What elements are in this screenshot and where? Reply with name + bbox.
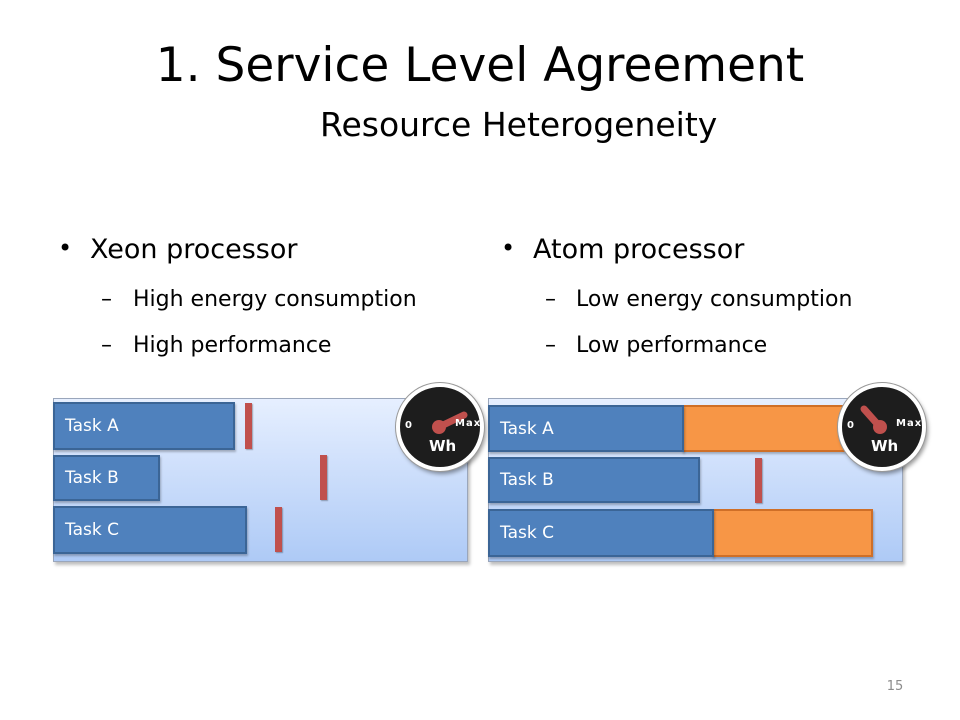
energy-gauge-icon: 0 Max Wh bbox=[838, 383, 926, 471]
deadline-marker bbox=[275, 507, 282, 552]
left-point-1: High energy consumption bbox=[133, 287, 417, 312]
right-point-1: Low energy consumption bbox=[576, 287, 853, 312]
left-point-2: High performance bbox=[133, 333, 332, 358]
gauge-max-label: Max bbox=[455, 418, 482, 429]
dash-icon: – bbox=[101, 287, 112, 312]
energy-gauge-icon: 0 Max Wh bbox=[396, 383, 484, 471]
left-heading: Xeon processor bbox=[90, 234, 298, 265]
slide-title: 1. Service Level Agreement bbox=[155, 38, 805, 93]
gauge-needle-icon bbox=[860, 405, 887, 434]
atom-task-c: Task C bbox=[488, 509, 714, 557]
gauge-unit-label: Wh bbox=[429, 437, 457, 455]
dash-icon: – bbox=[101, 333, 112, 358]
xeon-task-c: Task C bbox=[53, 506, 247, 554]
page-number: 15 bbox=[886, 679, 904, 694]
xeon-task-a: Task A bbox=[53, 402, 235, 450]
gauge-needle-icon bbox=[432, 411, 468, 434]
dash-icon: – bbox=[545, 333, 556, 358]
atom-task-a: Task A bbox=[488, 405, 684, 452]
deadline-marker bbox=[320, 455, 327, 500]
atom-task-a-overrun bbox=[682, 405, 852, 452]
atom-task-b: Task B bbox=[488, 457, 700, 503]
gauge-zero-label: 0 bbox=[847, 420, 854, 431]
right-point-2: Low performance bbox=[576, 333, 768, 358]
slide-subtitle: Resource Heterogeneity bbox=[320, 105, 718, 144]
gauge-zero-label: 0 bbox=[405, 420, 412, 431]
right-heading: Atom processor bbox=[533, 234, 745, 265]
xeon-task-b: Task B bbox=[53, 455, 160, 501]
bullet-icon: • bbox=[58, 234, 73, 262]
gauge-unit-label: Wh bbox=[871, 437, 899, 455]
gauge-max-label: Max bbox=[896, 418, 923, 429]
bullet-icon: • bbox=[501, 234, 516, 262]
deadline-marker bbox=[245, 403, 252, 449]
atom-task-c-overrun bbox=[712, 509, 873, 557]
deadline-marker bbox=[755, 458, 762, 503]
dash-icon: – bbox=[545, 287, 556, 312]
